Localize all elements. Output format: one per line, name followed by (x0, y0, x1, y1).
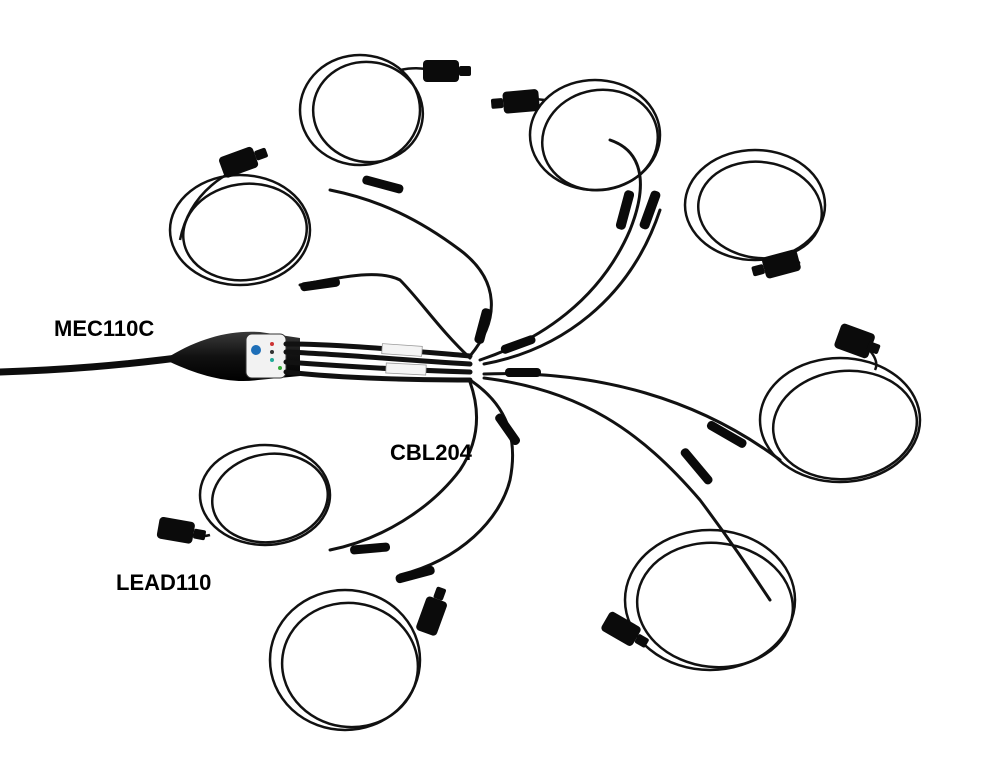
electrode-clip-icon (219, 146, 268, 178)
electrode-clip-icon (423, 60, 471, 82)
electrode-clip-icon (416, 586, 447, 636)
cable-tags (381, 343, 427, 376)
label-mec110c: MEC110C (54, 316, 155, 341)
label-lead110: LEAD110 (116, 570, 212, 595)
label-cbl204: CBL204 (390, 440, 472, 465)
splitter-hub-icon (170, 331, 300, 382)
inline-connectors (300, 175, 747, 584)
electrode-clips (156, 60, 881, 648)
electrode-clip-icon (156, 516, 206, 544)
electrode-clip-icon (834, 323, 881, 359)
hub-output-cables (283, 341, 473, 383)
electrode-clip-icon (601, 611, 649, 648)
electrode-clip-icon (751, 249, 801, 279)
lead-loops (168, 53, 922, 732)
electrode-clip-icon (490, 89, 540, 114)
